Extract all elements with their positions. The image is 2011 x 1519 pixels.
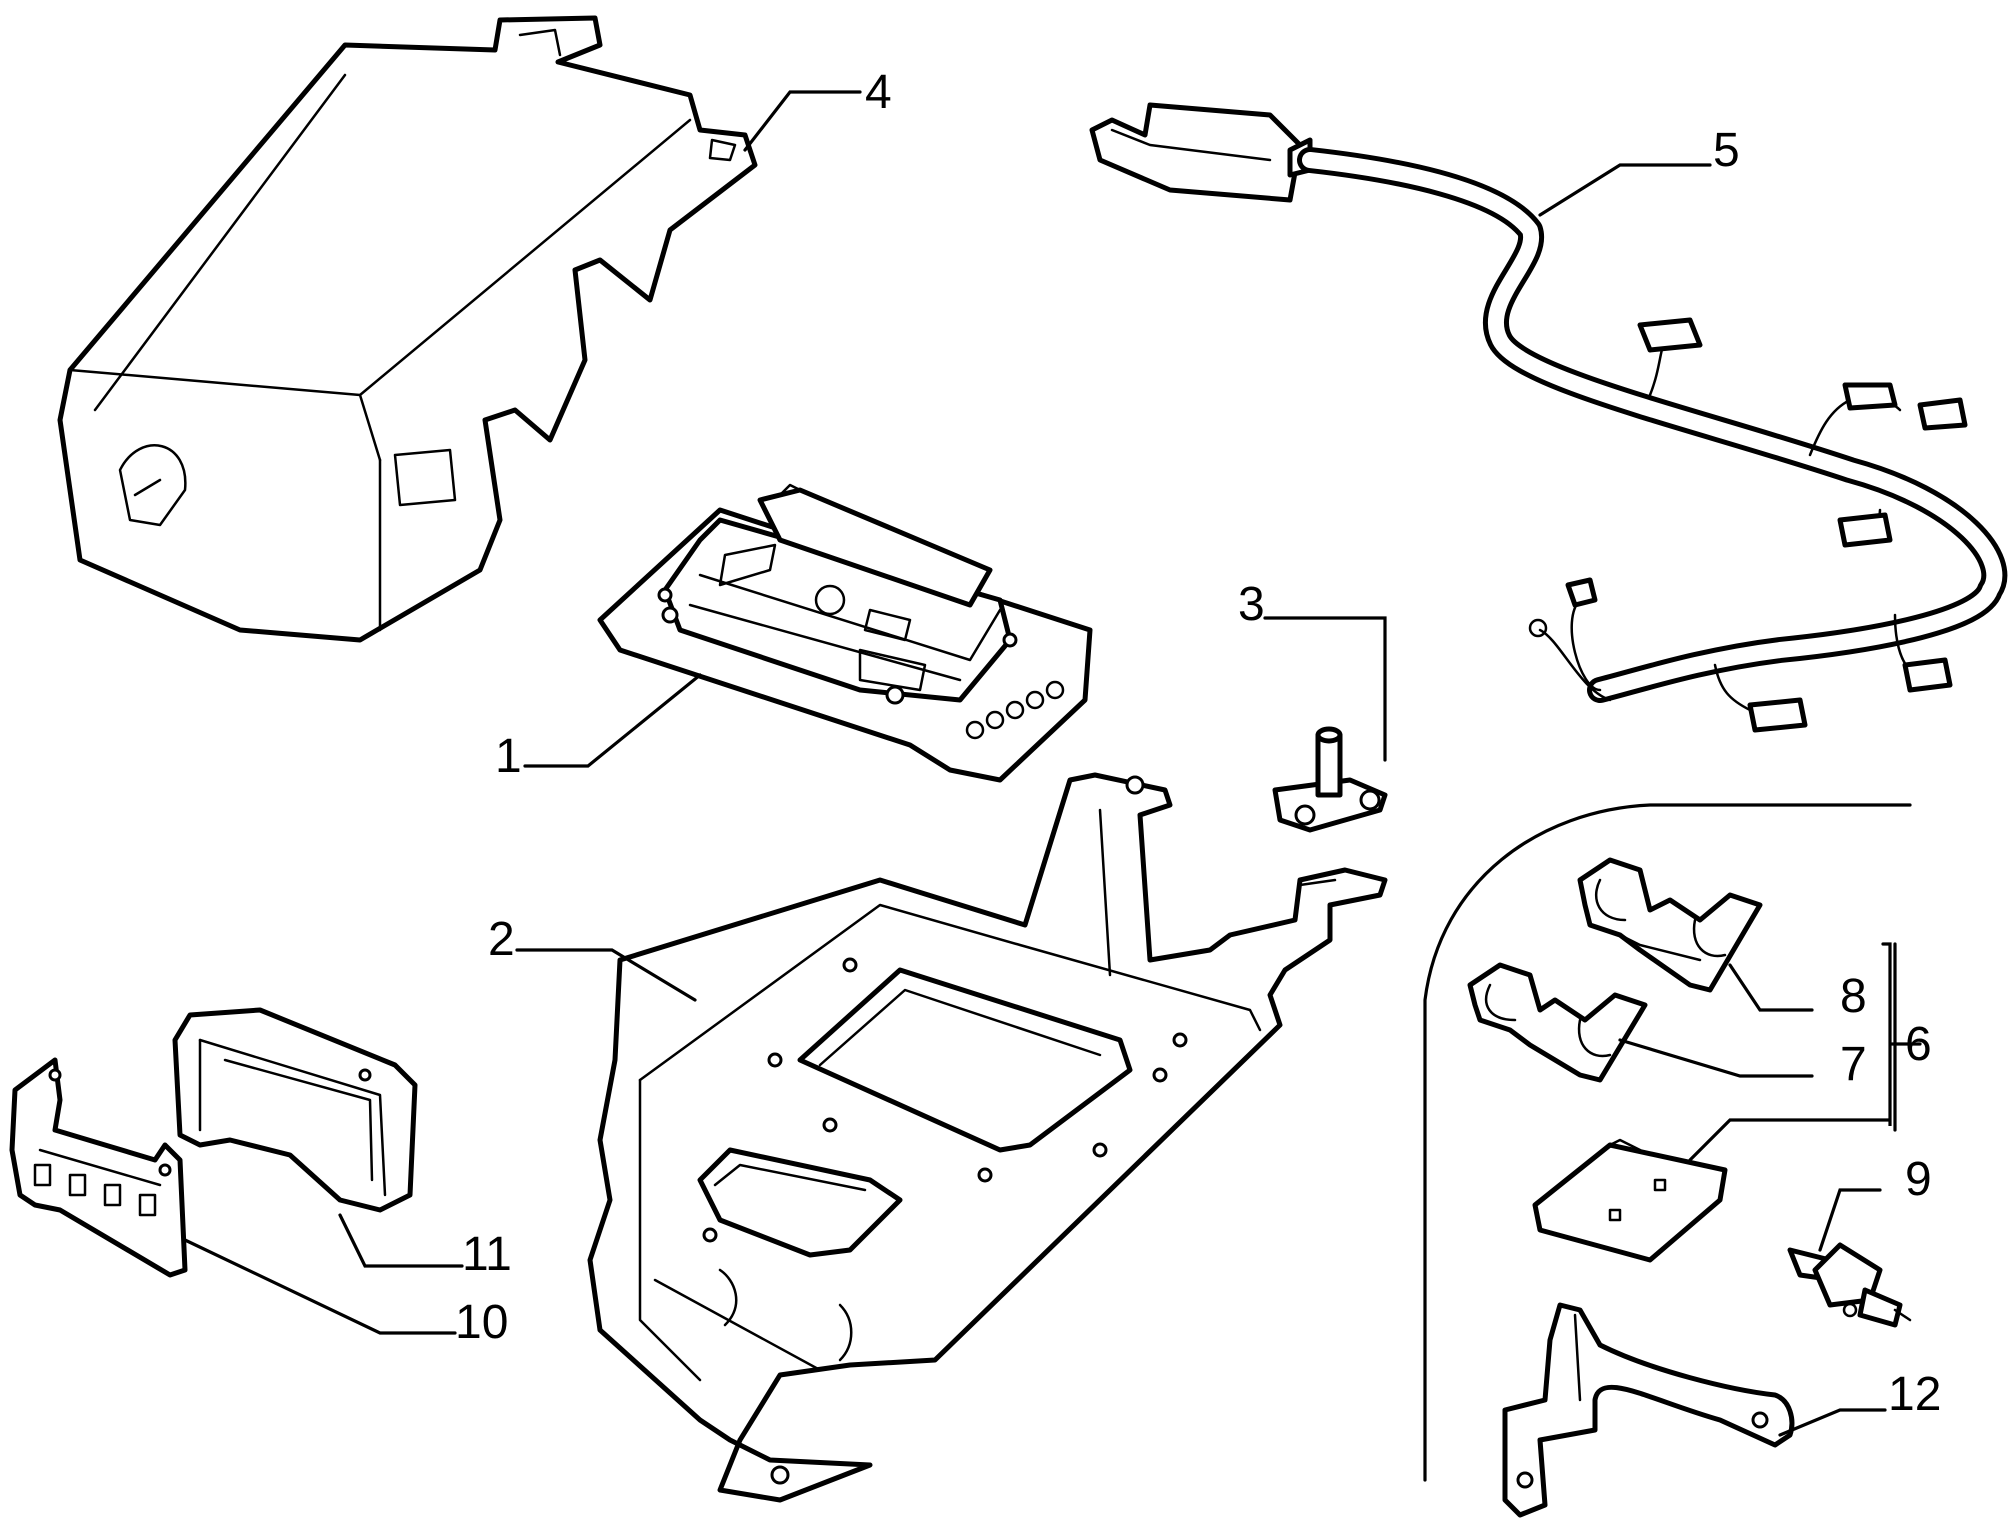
callout-11: 11 (462, 1228, 512, 1281)
part-9-sensor (1787, 1242, 1912, 1328)
part-11-clamp (172, 1007, 418, 1213)
callout-2: 2 (488, 913, 515, 966)
part-1-control-unit (597, 483, 1093, 783)
part-4-cover (57, 15, 758, 643)
part-10-bracket (9, 1057, 188, 1278)
callout-9: 9 (1905, 1153, 1932, 1206)
callout-1: 1 (495, 730, 522, 783)
part-3-stud (1272, 726, 1388, 833)
callout-10: 10 (455, 1296, 508, 1349)
part-5-wiring-harness (1089, 102, 2008, 733)
part-8-clip (1577, 857, 1763, 993)
part-7-clip (1467, 962, 1648, 1083)
callout-7: 7 (1840, 1038, 1867, 1091)
part-2-mounting-bracket (587, 772, 1388, 1503)
callout-5: 5 (1713, 124, 1740, 177)
group-boundary-arc (1423, 803, 1912, 1482)
callout-4: 4 (865, 66, 892, 119)
part-6-plate (1532, 1138, 1728, 1263)
callout-8: 8 (1840, 970, 1867, 1023)
callout-3: 3 (1238, 578, 1265, 631)
part-12-strap (1502, 1302, 1795, 1518)
callout-labels: 4 5 3 1 2 8 7 6 9 11 10 12 (455, 66, 1941, 1421)
callout-12: 12 (1888, 1368, 1941, 1421)
callout-6: 6 (1905, 1018, 1932, 1071)
leader-lines (183, 90, 1922, 1437)
